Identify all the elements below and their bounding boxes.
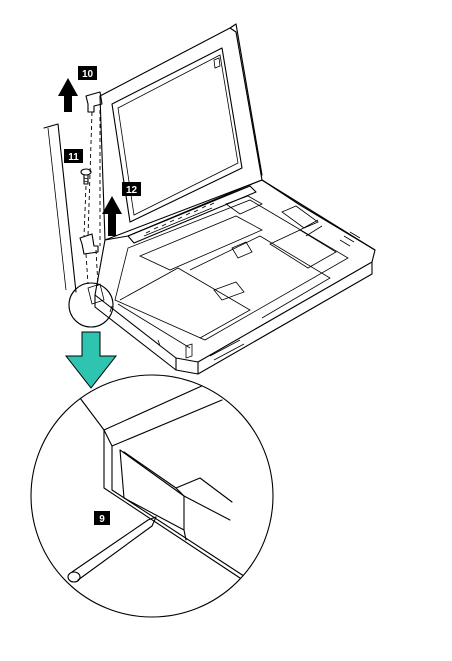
callout-9: 9 <box>94 511 110 525</box>
callout-10: 10 <box>78 66 97 80</box>
detail-indicator-circle <box>68 282 114 328</box>
removed-parts <box>79 91 103 287</box>
hinge-bracket-part <box>79 233 99 255</box>
svg-text:11: 11 <box>68 152 79 163</box>
svg-text:10: 10 <box>82 69 94 80</box>
screw-part <box>80 168 92 185</box>
callout-12: 12 <box>122 182 141 196</box>
laptop-lid <box>99 23 263 241</box>
screwdriver-icon <box>67 516 157 583</box>
magnified-detail <box>30 374 274 618</box>
up-arrow-icon <box>102 196 122 236</box>
callout-11: 11 <box>64 149 83 163</box>
svg-text:12: 12 <box>126 185 138 196</box>
laptop-base <box>87 179 376 375</box>
teal-down-arrow-icon <box>64 331 118 389</box>
hinge-cover-part <box>85 91 103 113</box>
svg-text:9: 9 <box>99 514 105 525</box>
left-cover-panel <box>43 123 77 293</box>
up-arrow-icon <box>58 78 78 112</box>
hinge-strip <box>127 185 257 244</box>
